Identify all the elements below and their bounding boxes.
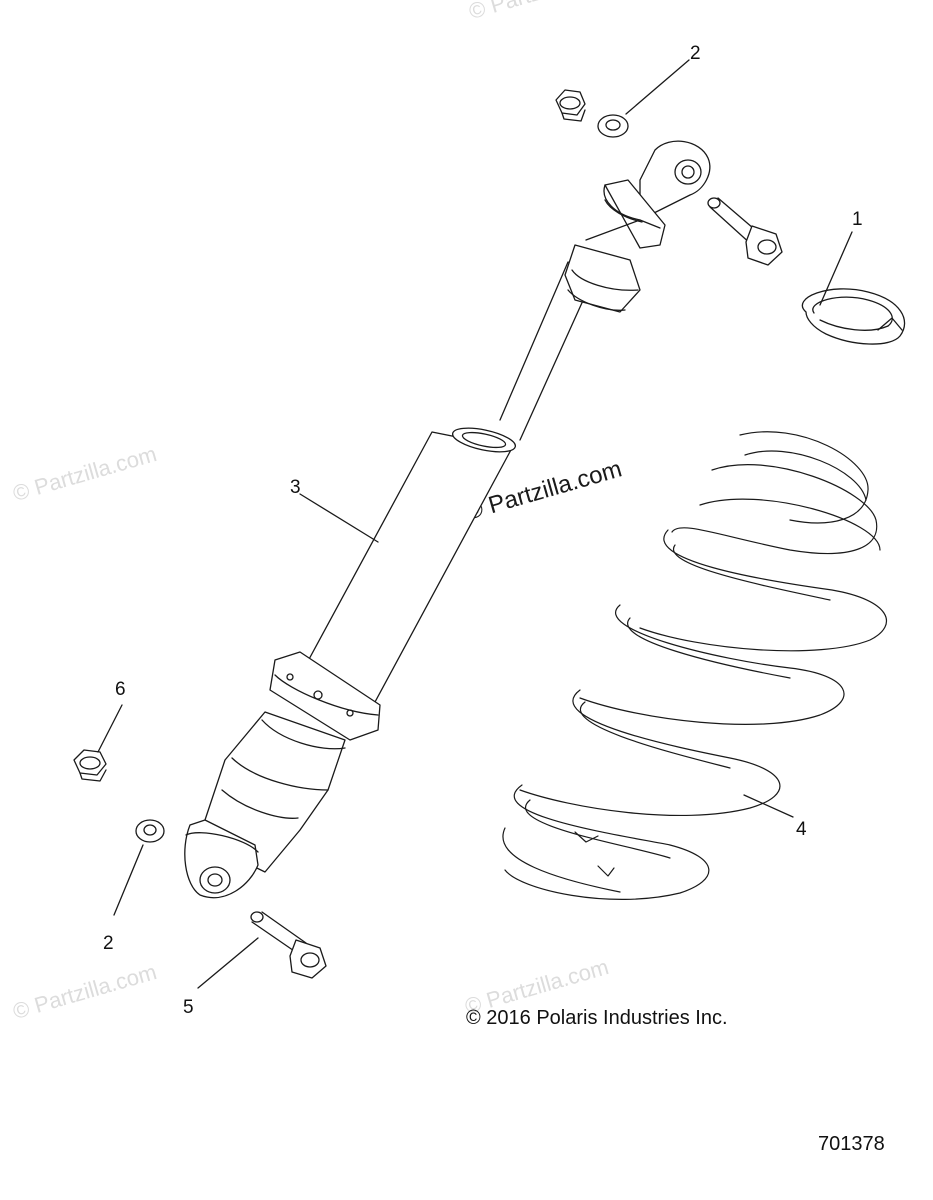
document-number: 701378 [818,1133,885,1155]
leader-2-top [625,59,690,115]
leader-1 [819,231,853,306]
callout-6: 6 [115,679,126,700]
leader-2-bottom [113,844,144,916]
callout-4: 4 [796,819,807,840]
washer-bottom [135,819,165,843]
bolt-top [707,197,783,266]
flange-nut-bottom [73,749,107,782]
callout-2-top: 2 [690,43,701,64]
spring-seat [801,288,906,345]
shock-absorber [184,140,711,899]
callout-1: 1 [852,209,863,230]
leader-4 [743,794,794,818]
coil-spring [502,431,888,900]
bolt-bottom [250,911,327,979]
callout-3: 3 [290,477,301,498]
leader-6 [97,704,123,753]
callout-2-bottom: 2 [103,933,114,954]
callout-5: 5 [183,997,194,1018]
flange-nut-top [555,89,586,122]
leader-3 [299,493,379,543]
copyright-notice: © 2016 Polaris Industries Inc. [466,1007,728,1029]
leader-5 [197,937,259,989]
washer-top [597,114,629,138]
